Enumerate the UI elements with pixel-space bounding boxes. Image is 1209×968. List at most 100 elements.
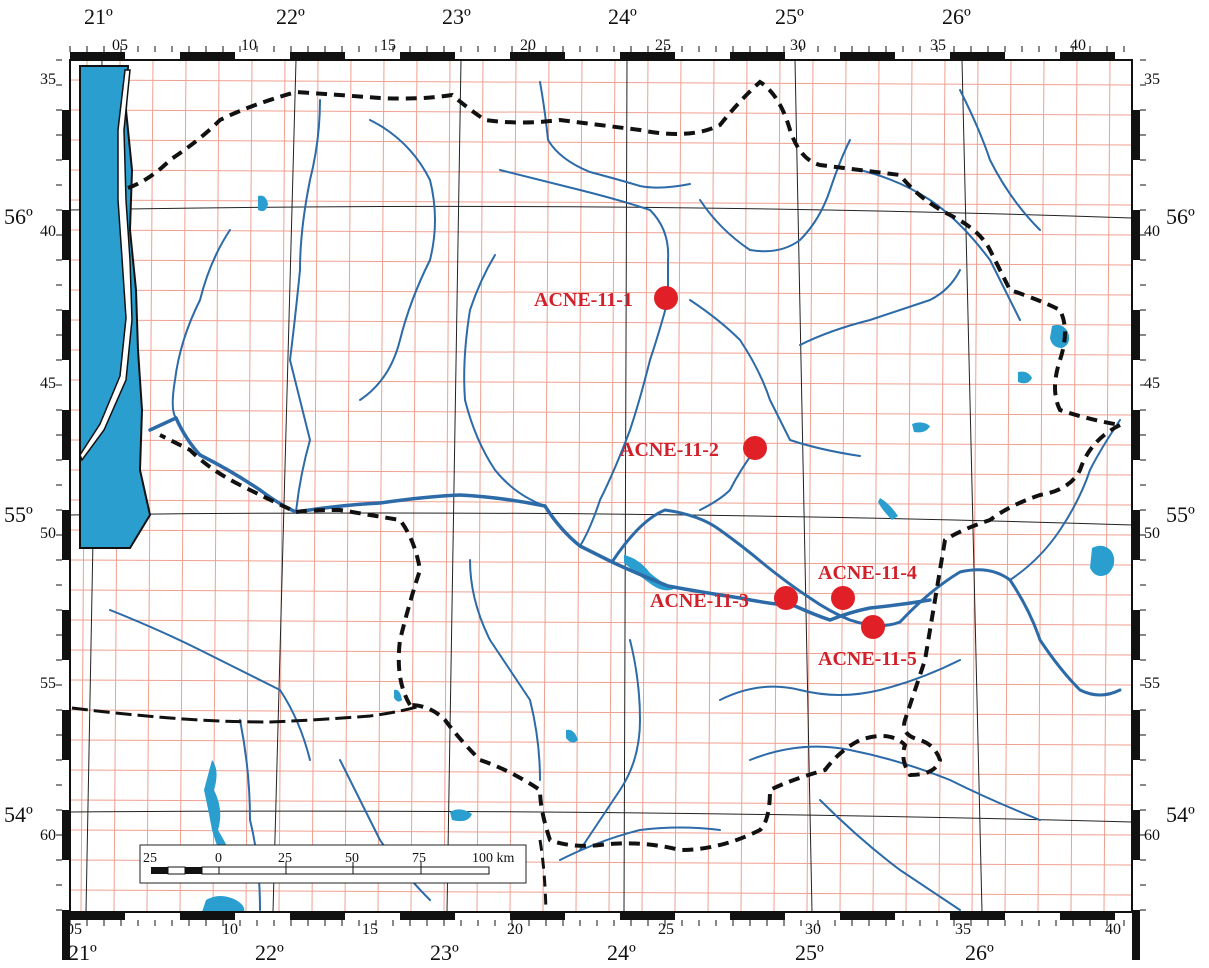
frame-segment — [180, 912, 235, 920]
bottom-degree-label: 21º — [68, 940, 97, 965]
right-minute-label: 55 — [1144, 675, 1160, 692]
frame-segment — [510, 52, 565, 60]
site-label-acne-11-3: ACNE-11-3 — [650, 590, 749, 612]
grid-line — [839, 59, 847, 913]
frame-segment — [840, 52, 895, 60]
site-acne-11-3 — [774, 586, 798, 610]
meridian-22 — [272, 59, 297, 913]
frame-segment — [400, 912, 455, 920]
frame-segment — [180, 52, 235, 60]
grid-line — [69, 79, 1133, 86]
grid-line — [69, 889, 1133, 896]
grid-line — [69, 829, 1133, 836]
river-14 — [1009, 419, 1121, 581]
frame-segment — [1132, 210, 1140, 260]
frame-segment — [1132, 910, 1140, 960]
frame-segment — [620, 912, 675, 920]
river-23 — [559, 826, 721, 861]
site-acne-11-2 — [743, 436, 767, 460]
scale-bar-seg-4 — [201, 866, 220, 875]
river-13 — [959, 89, 1041, 231]
bottom-minute-label: 40 — [1105, 921, 1121, 938]
site-acne-11-1 — [654, 286, 678, 310]
frame-segment — [1132, 710, 1140, 760]
inland-lake-12 — [394, 689, 402, 702]
frame-segment — [620, 52, 675, 60]
frame-segment — [62, 610, 70, 660]
top-minute-label: 05 — [112, 37, 128, 54]
grid-line — [1103, 59, 1111, 913]
grid-line — [69, 619, 1133, 626]
grid-line — [69, 589, 1133, 596]
parallel-56 — [69, 205, 1133, 219]
grid-line — [179, 59, 187, 913]
grid-line — [69, 469, 1133, 476]
frame-segment — [62, 410, 70, 460]
bottom-minute-label: 15 — [362, 921, 378, 938]
grid-line — [69, 289, 1133, 296]
river-12 — [859, 169, 1021, 321]
river-21 — [749, 745, 1041, 821]
frame-segment — [62, 910, 70, 960]
top-degree-label: 21º — [84, 4, 113, 29]
left-degree-label: 54º — [4, 802, 33, 827]
scale-bar-seg-5 — [218, 866, 490, 875]
right-minute-label: 60 — [1144, 827, 1160, 844]
grid-line — [69, 409, 1133, 416]
sea — [79, 65, 1115, 912]
scale-bar-seg-2 — [167, 866, 186, 875]
frame-segment — [62, 310, 70, 360]
grid-line — [773, 59, 781, 913]
map-frame — [56, 46, 1146, 960]
inland-lake-8 — [450, 809, 472, 822]
grid-line — [69, 559, 1133, 566]
river-nevezis — [579, 299, 669, 547]
bottom-minute-label: 20 — [507, 921, 523, 938]
scale-label-25: 25 — [278, 851, 292, 866]
right-degree-label: 54º — [1166, 802, 1195, 827]
frame-segment — [730, 912, 785, 920]
top-degree-label: 23º — [442, 4, 471, 29]
river-neman — [148, 416, 932, 622]
borders — [71, 79, 1121, 913]
river-17 — [469, 559, 541, 781]
inland-lake-7 — [202, 896, 245, 912]
scale-label-50: 50 — [345, 851, 359, 866]
top-degree-label: 24º — [608, 4, 637, 29]
bottom-degree-label: 26º — [965, 940, 994, 965]
grid-line — [69, 709, 1133, 716]
river-10 — [799, 269, 961, 346]
frame-segment — [510, 912, 565, 920]
grid-line — [69, 799, 1133, 806]
grid-line — [971, 59, 979, 913]
grid-line — [938, 59, 946, 913]
frame-segment — [1132, 810, 1140, 860]
right-minute-label: 35 — [1144, 71, 1160, 88]
top-minute-label: 30 — [790, 37, 806, 54]
top-labels: 21º 22º 23º 24º 25º 26º 05 10 15 20 25 3… — [84, 4, 1086, 54]
frame-segment — [70, 912, 125, 920]
grid-line — [377, 59, 385, 913]
bottom-minute-label: 35 — [955, 921, 971, 938]
top-minute-label: 20 — [520, 37, 536, 54]
river-8 — [499, 169, 670, 301]
right-minute-label: 40 — [1144, 223, 1160, 240]
inland-lake-10 — [878, 498, 898, 520]
sites: ACNE-11-1 ACNE-11-2 ACNE-11-3 ACNE-11-4 … — [534, 286, 917, 670]
site-label-acne-11-5: ACNE-11-5 — [818, 648, 917, 670]
river-15 — [719, 659, 961, 701]
scale-label-25-left: 25 — [143, 851, 157, 866]
inland-lake-3 — [1018, 371, 1032, 384]
river-4 — [289, 99, 321, 513]
grid-line — [69, 499, 1133, 506]
right-minute-label: 50 — [1144, 525, 1160, 542]
frame-segment — [1132, 510, 1140, 560]
top-minute-label: 15 — [380, 37, 396, 54]
river-5 — [359, 119, 436, 401]
top-degree-label: 25º — [775, 4, 804, 29]
grid-line — [740, 59, 748, 913]
frame-segment — [950, 52, 1005, 60]
grid-line — [69, 109, 1133, 116]
frame-segment — [290, 912, 345, 920]
